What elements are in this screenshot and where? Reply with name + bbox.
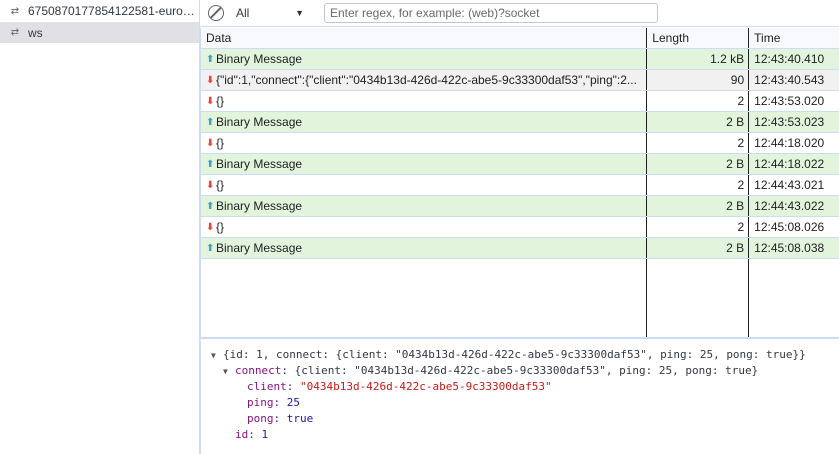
received-arrow-icon: ⬇ (206, 95, 215, 107)
clear-messages-icon[interactable] (208, 5, 224, 21)
message-time: 12:44:18.022 (748, 154, 839, 174)
received-arrow-icon: ⬇ (206, 137, 215, 149)
json-root-node[interactable]: ▼{id: 1, connect: {client: "0434b13d-426… (201, 347, 839, 363)
json-pong-prop: pong: true (247, 412, 314, 425)
message-time: 12:43:40.543 (748, 70, 839, 90)
json-client-prop: client: "0434b13d-426d-422c-abe5-9c33300… (247, 380, 552, 393)
message-length: 2 B (646, 238, 748, 258)
sent-arrow-icon: ⬆ (206, 116, 215, 128)
message-length: 2 (646, 217, 748, 237)
message-length: 2 (646, 175, 748, 195)
message-row[interactable]: ⬆Binary Message 2 B 12:45:08.038 (201, 238, 839, 259)
message-row[interactable]: ⬇{} 2 12:43:53.020 (201, 91, 839, 112)
connection-label: 6750870177854122581-europ... (27, 4, 199, 18)
message-row[interactable]: ⬇{} 2 12:45:08.026 (201, 217, 839, 238)
message-data: {"id":1,"connect":{"client":"0434b13d-42… (216, 73, 637, 87)
expand-triangle-icon[interactable]: ▼ (211, 351, 216, 360)
message-time: 12:43:40.410 (748, 49, 839, 69)
message-length: 2 (646, 133, 748, 153)
json-connect-node[interactable]: ▼connect: {client: "0434b13d-426d-422c-a… (201, 363, 839, 379)
message-data: {} (216, 94, 225, 108)
connection-label: ws (28, 25, 43, 40)
message-row[interactable]: ⬆Binary Message 2 B 12:44:18.022 (201, 154, 839, 175)
message-time: 12:44:43.022 (748, 196, 839, 216)
messages-toolbar: All ▼ (200, 0, 839, 27)
message-time: 12:44:43.021 (748, 175, 839, 195)
message-row-selected[interactable]: ⬇{"id":1,"connect":{"client":"0434b13d-4… (201, 70, 839, 91)
message-length: 2 (646, 91, 748, 111)
sent-arrow-icon: ⬆ (206, 158, 215, 170)
message-time: 12:45:08.026 (748, 217, 839, 237)
column-header-data[interactable]: Data (206, 31, 232, 45)
message-length: 2 B (646, 196, 748, 216)
filter-value: All (236, 6, 250, 20)
column-header-length[interactable]: Length (646, 28, 748, 48)
expand-triangle-icon[interactable]: ▼ (223, 367, 228, 376)
messages-panel: All ▼ Data Length Time ⬆Binary Message 1… (200, 0, 839, 454)
message-length: 2 B (646, 154, 748, 174)
websocket-arrows-icon: ⇄ (10, 5, 20, 17)
sent-arrow-icon: ⬆ (206, 200, 215, 212)
message-time: 12:43:53.023 (748, 112, 839, 132)
regex-filter-input[interactable] (324, 3, 658, 23)
connection-item-ws[interactable]: ⇄ ws (0, 22, 199, 43)
message-length: 1.2 kB (646, 49, 748, 69)
message-time: 12:43:53.020 (748, 91, 839, 111)
message-length: 90 (646, 70, 748, 90)
message-time: 12:44:18.020 (748, 133, 839, 153)
json-id-prop: id: 1 (235, 428, 269, 441)
message-filter-select[interactable]: All ▼ (236, 6, 316, 20)
message-data: {} (216, 136, 225, 150)
message-row[interactable]: ⬇{} 2 12:44:43.021 (201, 175, 839, 196)
message-row[interactable]: ⬆Binary Message 1.2 kB 12:43:40.410 (201, 49, 839, 70)
message-data: Binary Message (216, 157, 303, 171)
received-arrow-icon: ⬇ (206, 74, 215, 86)
message-details-pane: ▼{id: 1, connect: {client: "0434b13d-426… (200, 341, 839, 454)
table-header: Data Length Time (201, 28, 839, 49)
column-header-time[interactable]: Time (748, 28, 839, 48)
connection-item-europ[interactable]: ⇄ 6750870177854122581-europ... (0, 0, 199, 22)
message-row[interactable]: ⬆Binary Message 2 B 12:43:53.023 (201, 112, 839, 133)
table-empty-area (201, 259, 839, 339)
connections-sidebar: ⇄ 6750870177854122581-europ... ⇄ ws (0, 0, 200, 454)
message-data: {} (216, 178, 225, 192)
message-length: 2 B (646, 112, 748, 132)
message-data: Binary Message (216, 52, 303, 66)
dropdown-arrow-icon: ▼ (295, 8, 304, 18)
message-data: Binary Message (216, 115, 303, 129)
message-row[interactable]: ⬇{} 2 12:44:18.020 (201, 133, 839, 154)
message-row[interactable]: ⬆Binary Message 2 B 12:44:43.022 (201, 196, 839, 217)
received-arrow-icon: ⬇ (206, 221, 215, 233)
message-data: Binary Message (216, 199, 303, 213)
sent-arrow-icon: ⬆ (206, 53, 215, 65)
sent-arrow-icon: ⬆ (206, 242, 215, 254)
message-data: Binary Message (216, 241, 303, 255)
messages-table: Data Length Time ⬆Binary Message 1.2 kB … (200, 28, 839, 340)
message-data: {} (216, 220, 225, 234)
message-time: 12:45:08.038 (748, 238, 839, 258)
json-ping-prop: ping: 25 (247, 396, 300, 409)
received-arrow-icon: ⬇ (206, 179, 215, 191)
websocket-arrows-icon: ⇄ (10, 27, 20, 38)
